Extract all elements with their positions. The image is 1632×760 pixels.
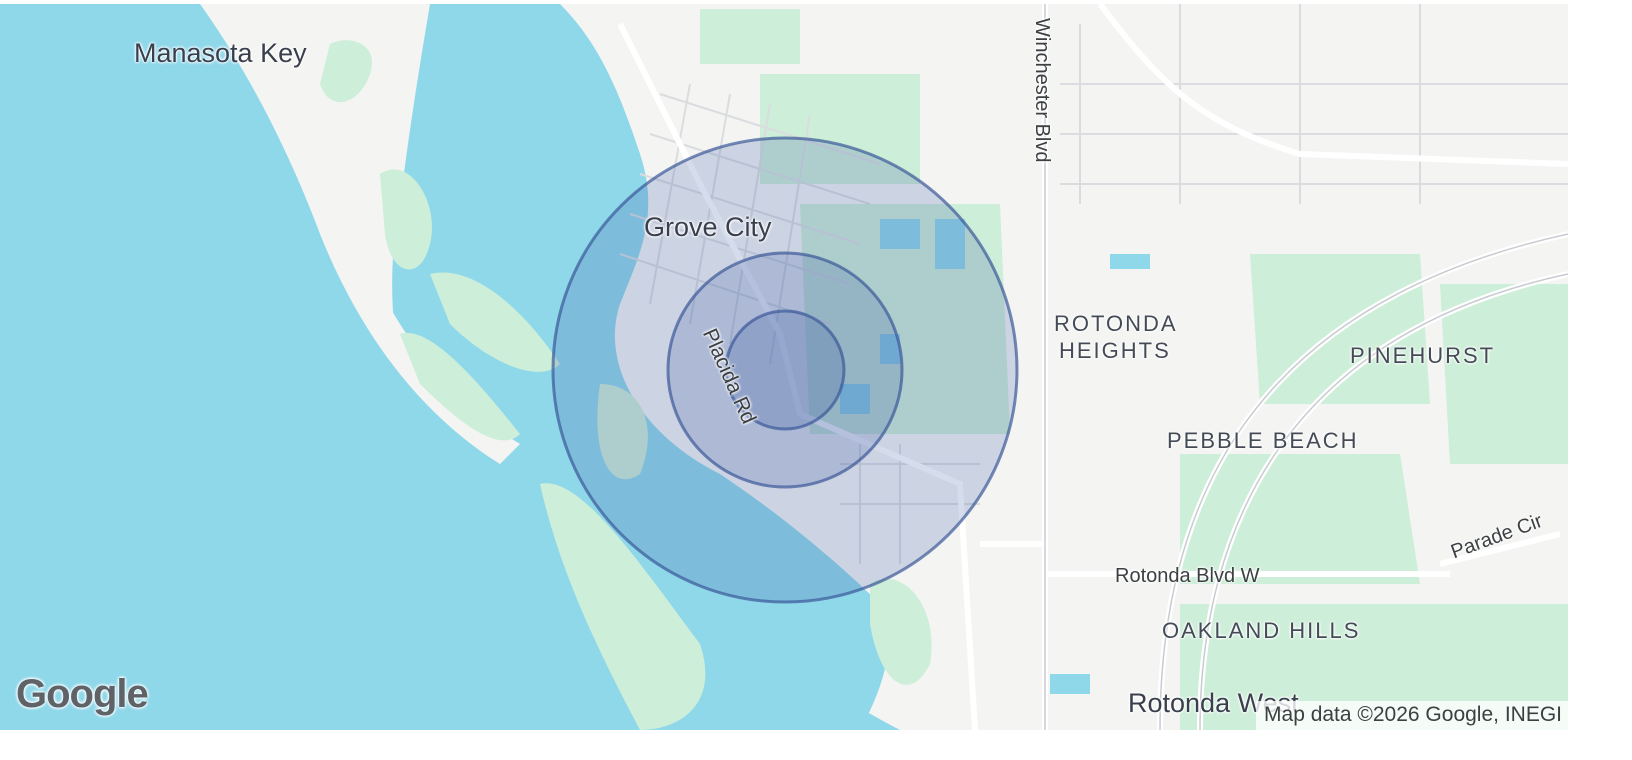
- barrier-island: [200, 4, 520, 464]
- label-rotonda-heights-line2: HEIGHTS: [1059, 338, 1171, 363]
- label-oakland-hills: OAKLAND HILLS: [1162, 618, 1361, 643]
- water-body: [0, 4, 900, 730]
- label-grove-city: Grove City: [644, 212, 772, 242]
- parks: [320, 9, 1568, 730]
- label-rotonda-heights-line1: ROTONDA: [1054, 311, 1178, 336]
- radius-rings: [551, 136, 1019, 604]
- label-pinehurst: PINEHURST: [1350, 343, 1496, 368]
- radius-ring-middle[interactable]: [666, 251, 904, 489]
- lakes: [840, 219, 1150, 694]
- map-canvas[interactable]: Manasota Key Grove City Placida Rd Winch…: [0, 4, 1568, 730]
- radius-ring-inner[interactable]: [724, 309, 846, 431]
- water-body-bay: [392, 4, 889, 730]
- label-manasota-key: Manasota Key: [134, 38, 307, 68]
- road-outlines: [1044, 4, 1568, 730]
- label-pebble-beach: PEBBLE BEACH: [1167, 428, 1359, 453]
- map-attribution[interactable]: Map data ©2026 Google, INEGI: [1256, 701, 1568, 730]
- google-logo[interactable]: Google: [16, 672, 149, 716]
- label-winchester-blvd: Winchester Blvd: [1031, 18, 1053, 163]
- map-base-layer: [0, 4, 1568, 730]
- label-rotonda-blvd-w: Rotonda Blvd W: [1115, 565, 1260, 587]
- radius-ring-outer[interactable]: [551, 136, 1019, 604]
